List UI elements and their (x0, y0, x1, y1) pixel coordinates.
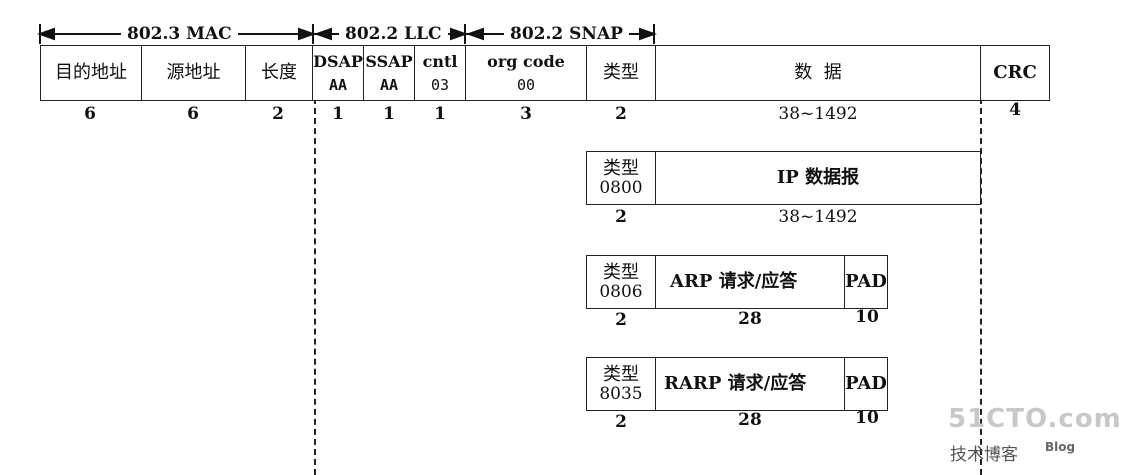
field-dst-addr: 目的地址 (40, 45, 142, 101)
field-org-code: org code 00 (465, 45, 587, 101)
rarp-pad-field: PAD (844, 357, 888, 411)
size-ssap: 1 (383, 104, 395, 124)
rarp-type-field: 类型 8035 (586, 357, 656, 411)
size-dst: 6 (84, 104, 96, 124)
header-snap: 802.2 SNAP (504, 24, 629, 44)
arp-size-type: 2 (615, 310, 627, 330)
header-mac: 802.3 MAC (121, 24, 238, 44)
size-cntl: 1 (434, 104, 446, 124)
dashed-guide-llc (314, 98, 316, 475)
field-dsap: DSAP AA (312, 45, 364, 101)
size-org: 3 (520, 104, 532, 124)
arp-size-pad: 10 (855, 307, 879, 327)
watermark-site: 51CTO.com (948, 404, 1122, 434)
field-length: 长度 (245, 45, 313, 101)
ip-size-type: 2 (615, 207, 627, 227)
field-cntl: cntl 03 (414, 45, 466, 101)
rarp-size-payload: 28 (738, 410, 762, 430)
rarp-payload-field: RARP 请求/应答 (655, 357, 845, 411)
size-len: 2 (272, 104, 284, 124)
ip-payload-field: IP 数据报 (655, 151, 981, 205)
size-data: 38~1492 (778, 104, 858, 124)
ip-type-field: 类型 0800 (586, 151, 656, 205)
ip-size-payload: 38~1492 (778, 207, 858, 227)
field-type: 类型 (586, 45, 656, 101)
size-dsap: 1 (332, 104, 344, 124)
arp-payload-field: ARP 请求/应答 (655, 255, 845, 309)
size-src: 6 (187, 104, 199, 124)
rarp-size-type: 2 (615, 412, 627, 432)
size-type: 2 (615, 104, 627, 124)
arp-size-payload: 28 (738, 309, 762, 329)
dashed-guide-crc (980, 98, 982, 475)
size-crc: 4 (1009, 100, 1021, 120)
arp-type-field: 类型 0806 (586, 255, 656, 309)
field-ssap: SSAP AA (363, 45, 415, 101)
header-llc: 802.2 LLC (339, 24, 448, 44)
field-src-addr: 源地址 (141, 45, 246, 101)
field-data: 数 据 (655, 45, 981, 101)
watermark-blog: Blog (1045, 440, 1076, 454)
field-crc: CRC (980, 45, 1050, 101)
watermark-sub: 技术博客 (950, 445, 1018, 465)
arp-pad-field: PAD (844, 255, 888, 309)
rarp-size-pad: 10 (855, 408, 879, 428)
